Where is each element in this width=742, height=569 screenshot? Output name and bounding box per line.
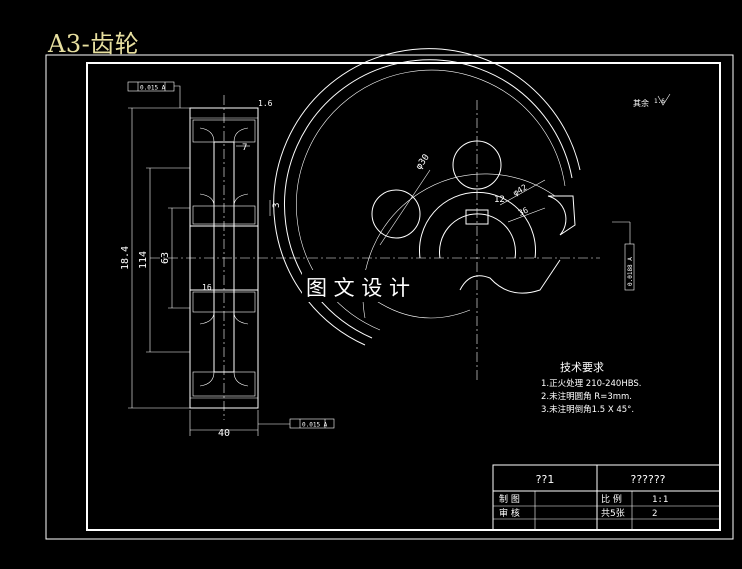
dim-r16: 16	[202, 283, 212, 292]
drawn-label: 制 图	[499, 493, 520, 505]
tolerance-frame-top	[127, 81, 181, 108]
watermark-background	[302, 270, 452, 302]
roughness-symbol	[657, 93, 671, 106]
tolerance-frame-bottom	[258, 418, 335, 429]
dim-r42: φ42	[512, 183, 529, 198]
roughness-top: 1.6	[258, 99, 273, 108]
tech-item-3: 3.未注明倒角1.5 X 45°.	[541, 404, 634, 415]
dim-63: 63	[160, 252, 171, 264]
dim-hole-phi30: φ30	[414, 153, 432, 172]
checked-label: 审 核	[499, 507, 520, 519]
title-block-name: ??1	[536, 473, 555, 486]
tolerance-right: 0.0188 A	[627, 257, 634, 286]
scale-value: 1:1	[652, 495, 668, 505]
inner-frame	[86, 62, 721, 531]
surface-mark-value: 1.6	[654, 98, 665, 105]
surface-mark-label: 其余	[633, 98, 649, 108]
tolerance-top: 0.015 A	[140, 85, 166, 92]
tolerance-bottom: 0.015 A	[302, 422, 328, 429]
dim-outer-diameter: 18.4	[120, 246, 131, 270]
dim-114: 114	[138, 251, 149, 269]
outer-frame	[45, 54, 734, 540]
gear-section-view	[150, 95, 295, 420]
dim-width: 40	[218, 428, 230, 439]
tech-item-2: 2.未注明圆角 R=3mm.	[541, 391, 632, 402]
sheet-number: 2	[652, 509, 657, 519]
dim-key-width: 12	[494, 195, 505, 205]
watermark: 图 文 设 计	[306, 276, 410, 300]
scale-label: 比 例	[601, 493, 622, 505]
page-title: A3-齿轮	[48, 30, 140, 58]
dim-36: 36	[517, 206, 530, 218]
tech-item-1: 1.正火处理 210-240HBS.	[541, 378, 642, 389]
gear-front-view	[273, 48, 600, 380]
title-block	[492, 464, 721, 531]
dim-rim: 7	[242, 143, 247, 153]
tech-heading: 技术要求	[560, 361, 604, 374]
title-block-drawing-no: ??????	[630, 473, 665, 486]
dim-web: 3	[272, 203, 282, 208]
section-dimensions	[128, 107, 271, 436]
tolerance-frame-right	[612, 221, 635, 291]
sheets-label: 共5张	[601, 508, 625, 519]
